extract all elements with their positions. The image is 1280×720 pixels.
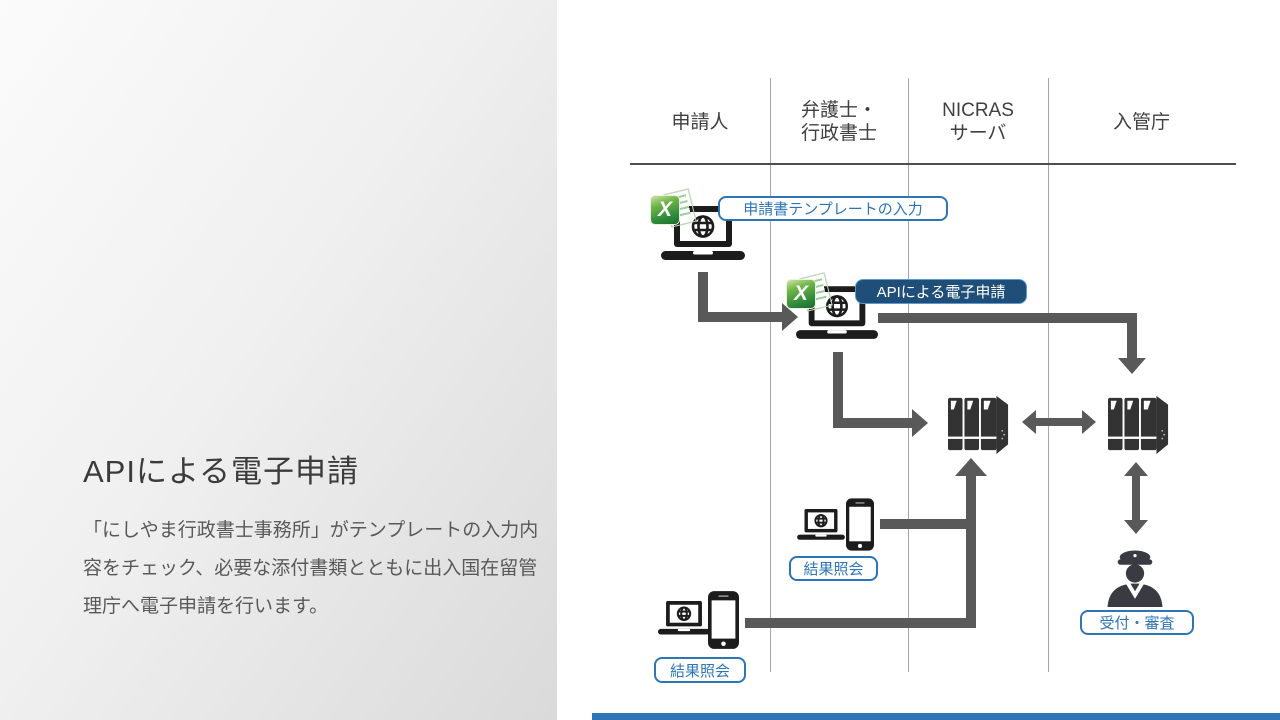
lane-divider-2 [908, 78, 909, 672]
officer-icon [1107, 550, 1163, 607]
arrowhead-up-icon [955, 458, 987, 476]
slide-description: 「にしやま行政書士事務所」がテンプレートの入力内容をチェック、必要な添付書類とと… [83, 520, 539, 617]
slide-title: APIによる電子申請 [83, 454, 360, 489]
lane-header-underline [630, 163, 1236, 165]
arrow-shaft [1036, 418, 1082, 426]
globe-icon [676, 606, 692, 621]
arrow-shaft [833, 418, 912, 428]
globe-icon [814, 514, 828, 528]
callout-api-application: APIによる電子申請 [855, 279, 1027, 304]
excel-icon: X [650, 188, 697, 233]
laptop-icon [658, 601, 710, 635]
arrowhead-right-icon [1082, 410, 1096, 434]
lane-header-text: 弁護士・ [800, 100, 877, 121]
lane-divider-3 [1048, 78, 1049, 672]
arrow-shaft [745, 618, 976, 628]
left-panel: APIによる電子申請 「にしやま行政書士事務所」がテンプレートの入力内容をチェッ… [0, 0, 557, 720]
smartphone-icon [846, 498, 874, 551]
excel-x-icon: X [786, 279, 816, 309]
lane-header-lawyer: 弁護士・行政書士 [770, 99, 908, 145]
server-icon [948, 395, 1009, 455]
arrowhead-right-icon [912, 409, 928, 437]
server-icon [1108, 395, 1169, 455]
arrowhead-down-icon [1118, 358, 1146, 374]
lane-header-text: 行政書士 [800, 123, 877, 144]
arrow-shaft [966, 476, 976, 628]
footer-accent-bar [592, 713, 1280, 720]
arrow-shaft [833, 352, 843, 428]
excel-icon: X [786, 272, 833, 317]
arrow-shaft [1127, 313, 1137, 358]
arrowhead-down-icon [1124, 520, 1148, 534]
lane-header-text: 入管庁 [1112, 112, 1170, 133]
laptop-icon [797, 509, 845, 540]
callout-template-input: 申請書テンプレートの入力 [718, 196, 948, 221]
arrowhead-up-icon [1124, 462, 1148, 476]
arrow-shaft [1132, 476, 1140, 520]
callout-result-inquiry-applicant: 結果照会 [654, 657, 746, 683]
arrow-shaft [698, 312, 782, 322]
lane-header-text: NICRAS [942, 100, 1014, 121]
lane-header-immigration: 入管庁 [1048, 111, 1235, 134]
excel-x-icon: X [650, 195, 680, 225]
lane-header-applicant: 申請人 [630, 111, 770, 134]
lane-header-text: 申請人 [671, 112, 729, 133]
lane-header-text: サーバ [949, 123, 1007, 144]
callout-reception-review: 受付・審査 [1080, 610, 1194, 635]
lane-divider-1 [770, 78, 771, 672]
arrowhead-right-icon [782, 303, 798, 331]
arrowhead-left-icon [1022, 410, 1036, 434]
globe-icon [691, 215, 715, 238]
arrow-shaft [698, 272, 708, 322]
arrow-shaft [880, 519, 966, 529]
callout-result-inquiry-lawyer: 結果照会 [789, 556, 878, 581]
smartphone-icon [708, 591, 739, 649]
arrow-shaft [878, 313, 1137, 323]
